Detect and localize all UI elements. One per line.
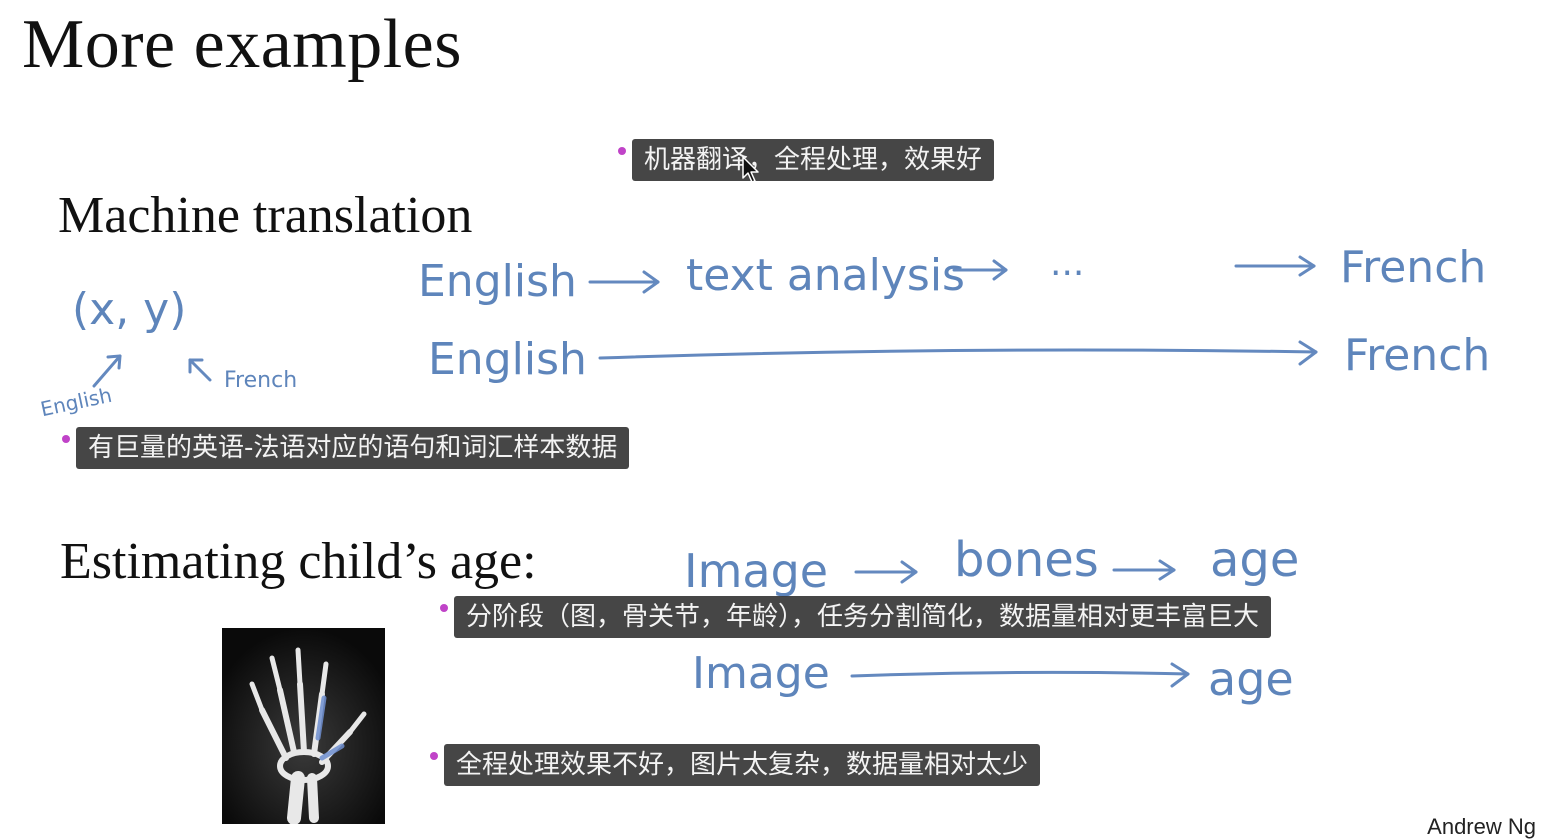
arrow-right-long-icon [598,340,1318,366]
age-pipeline-output: age [1210,532,1300,588]
bullet-dot [62,435,70,443]
heading-age-estimation: Estimating child’s age: [60,533,537,590]
mt-e2e-input: English [428,334,587,385]
mt-pipeline-output: French [1340,242,1487,293]
subtitle-text: 分阶段（图，骨关节，年龄），任务分割简化，数据量相对更丰富巨大 [454,596,1272,638]
mt-pipeline-ellipsis: ... [1050,243,1085,284]
mouse-cursor-icon [742,156,759,183]
age-pipeline-input: Image [684,544,829,598]
hand-xray-icon [222,628,385,824]
arrow-up-right-icon [92,354,122,388]
heading-machine-translation: Machine translation [58,187,473,244]
subtitle-machine-translation-top: 机器翻译，全程处理，效果好 [618,139,995,181]
subtitle-machine-translation-bottom: 有巨量的英语-法语对应的语句和词汇样本数据 [62,427,630,469]
arrow-right-icon [952,259,1008,281]
subtitle-text: 全程处理效果不好，图片太复杂，数据量相对太少 [444,744,1041,786]
hand-xray-image [222,628,385,824]
bullet-dot [618,147,626,155]
bullet-dot [430,752,438,760]
x-label: English [38,382,114,422]
age-pipeline-step1: bones [954,532,1099,588]
y-label: French [224,368,298,393]
age-e2e-output: age [1208,652,1294,706]
arrow-up-left-icon [188,358,212,382]
subtitle-text: 机器翻译，全程处理，效果好 [632,139,995,181]
mt-pipeline-step1: text analysis [686,250,965,301]
subtitle-age-top: 分阶段（图，骨关节，年龄），任务分割简化，数据量相对更丰富巨大 [440,596,1272,638]
slide-title: More examples [22,6,462,83]
age-e2e-input: Image [692,648,830,699]
arrow-right-icon [588,270,660,294]
arrow-right-icon [1112,559,1176,581]
arrow-right-icon [854,560,918,584]
arrow-right-icon [1234,255,1316,277]
arrow-right-long-icon [850,662,1190,688]
pair-label: (x, y) [72,284,187,335]
mt-e2e-output: French [1344,330,1491,381]
mt-pipeline-input: English [418,256,577,307]
subtitle-age-bottom: 全程处理效果不好，图片太复杂，数据量相对太少 [430,744,1041,786]
footer-author: Andrew Ng [1427,814,1536,839]
bullet-dot [440,604,448,612]
subtitle-text: 有巨量的英语-法语对应的语句和词汇样本数据 [76,427,630,469]
